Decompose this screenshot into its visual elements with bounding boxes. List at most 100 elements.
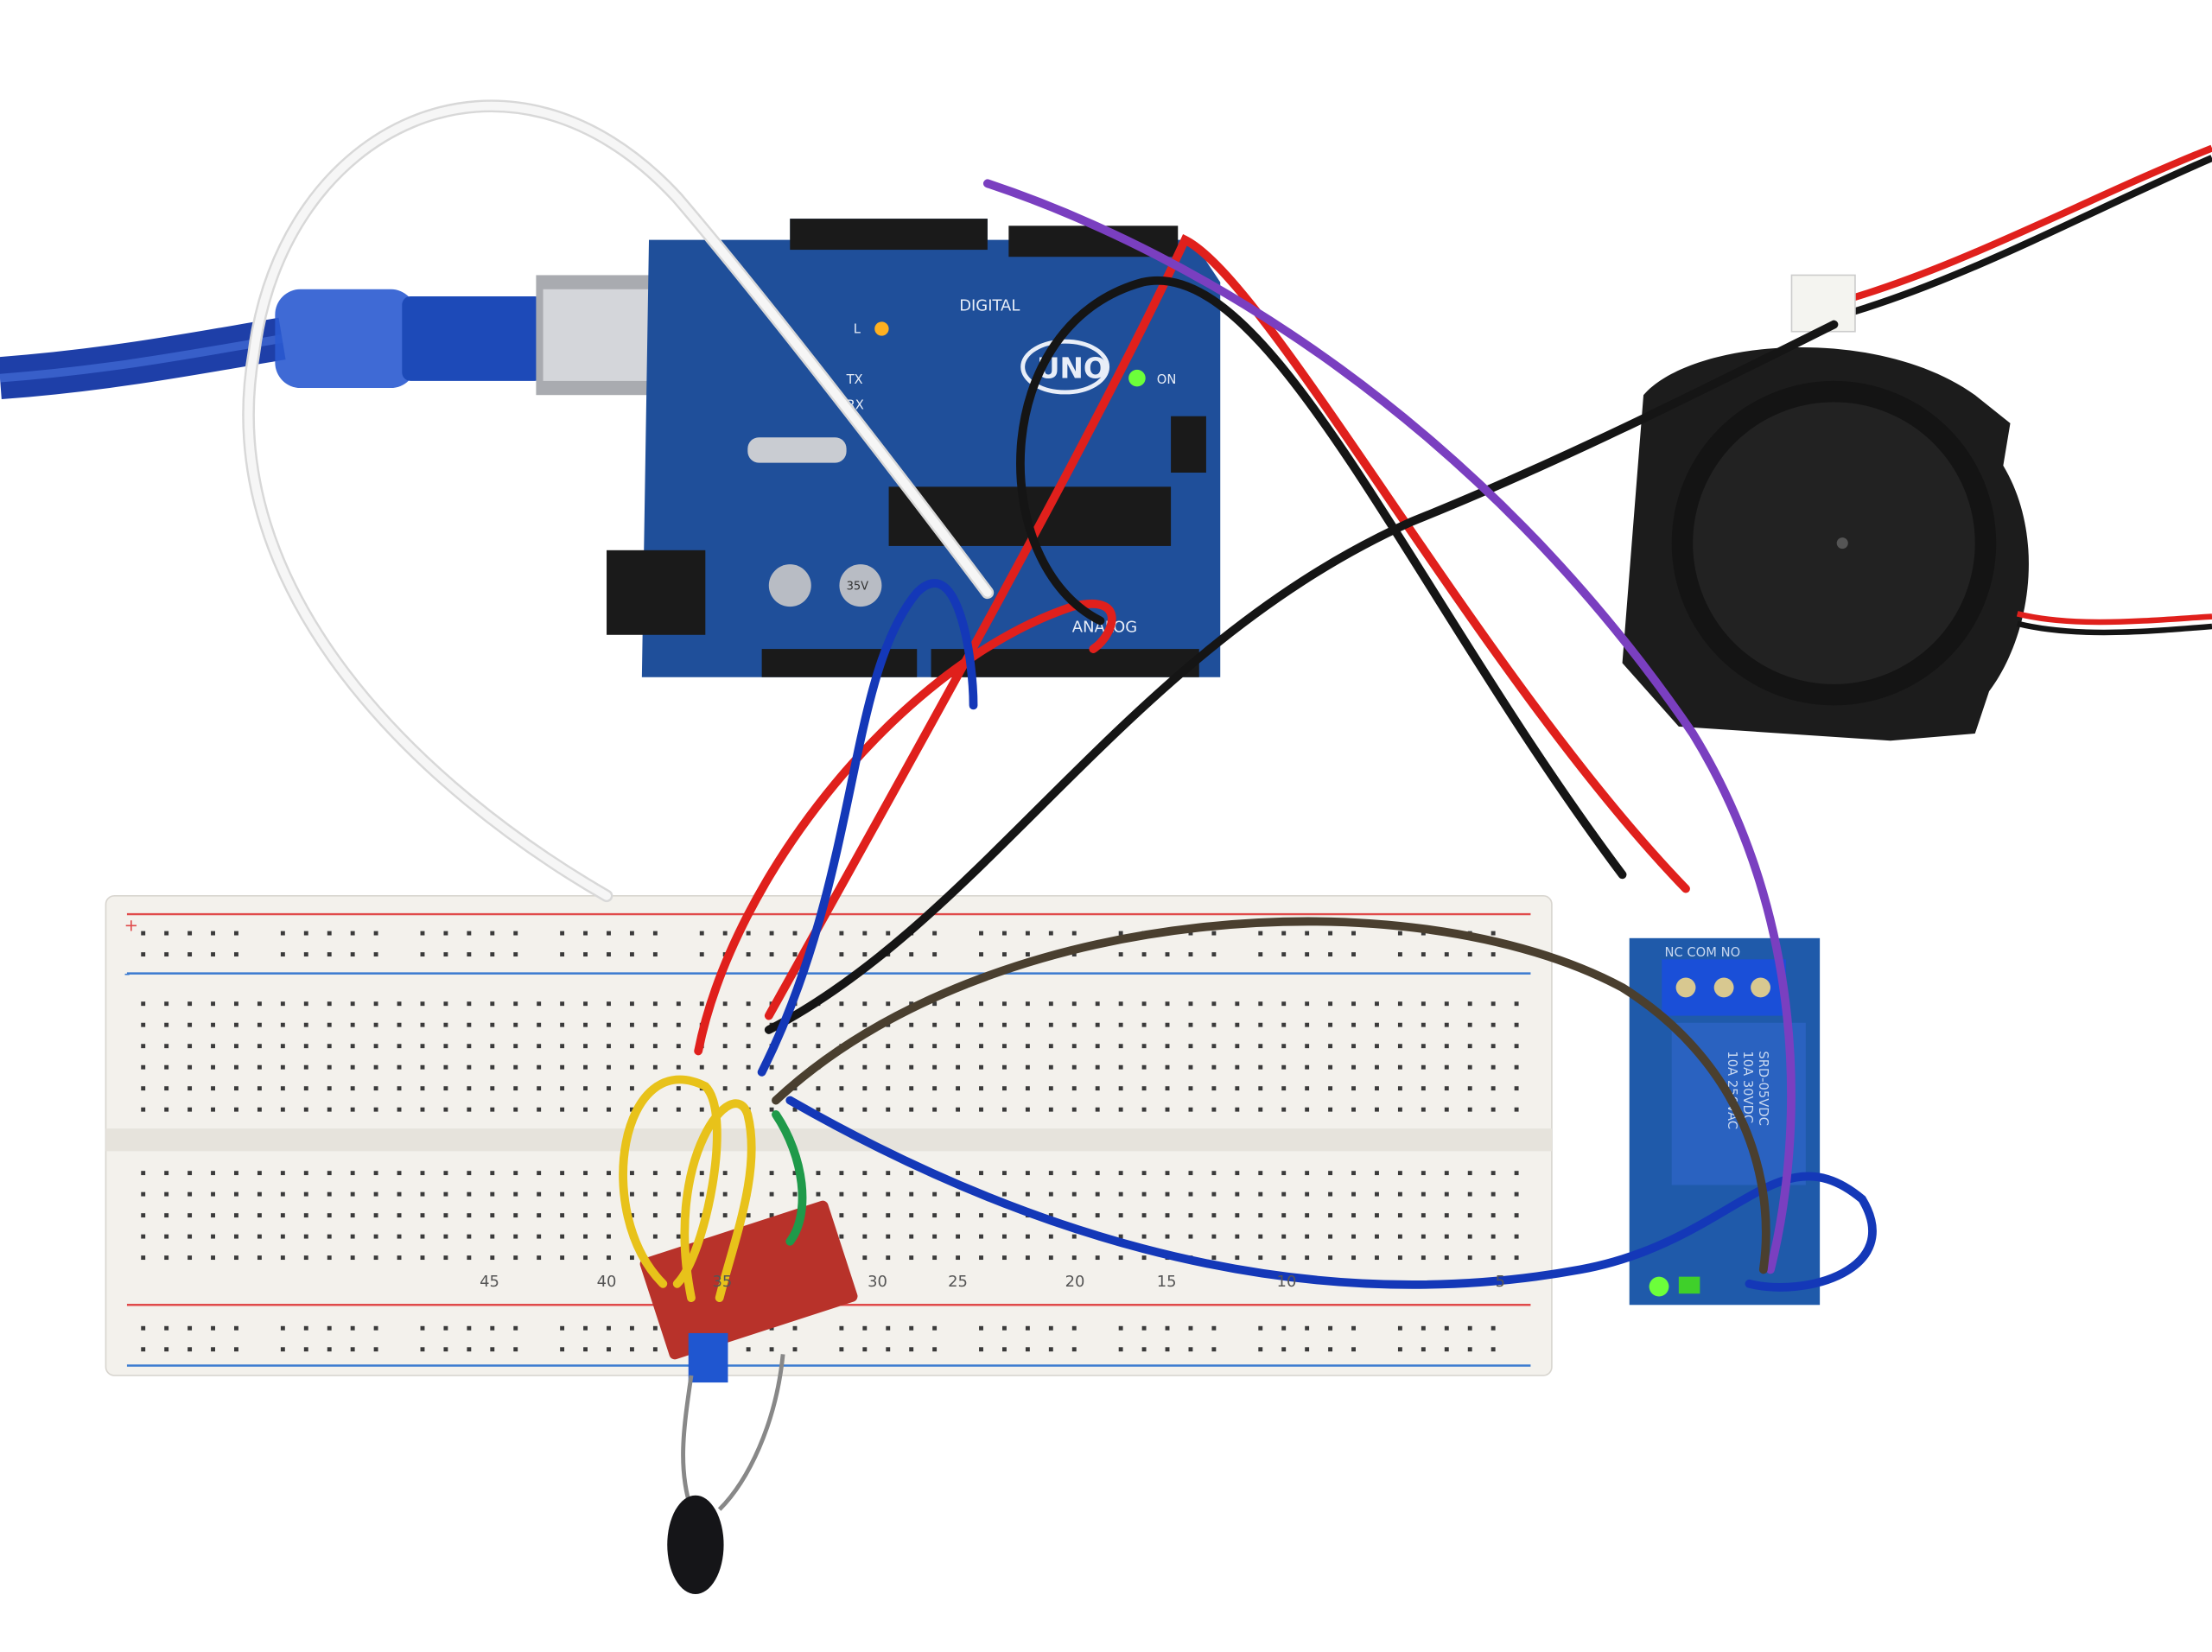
- breadboard-hole: [1141, 1107, 1147, 1112]
- breadboard-hole: [211, 1234, 215, 1239]
- breadboard-hole: [373, 1213, 378, 1218]
- breadboard-hole: [420, 1107, 425, 1112]
- breadboard-hole: [583, 1191, 588, 1197]
- breadboard-hole: [1421, 1064, 1426, 1070]
- breadboard-hole: [443, 1234, 448, 1239]
- breadboard-hole: [1421, 1191, 1426, 1197]
- breadboard-hole: [234, 1064, 238, 1070]
- breadboard-hole: [629, 1255, 634, 1261]
- breadboard-hole: [1071, 1171, 1077, 1176]
- column-number: 5: [1496, 1273, 1505, 1291]
- breadboard-hole: [1467, 1255, 1472, 1261]
- breadboard-hole: [420, 1234, 425, 1239]
- breadboard-hole: [583, 931, 588, 936]
- breadboard-hole: [141, 1044, 146, 1049]
- column-number: 45: [480, 1273, 499, 1291]
- breadboard-hole: [280, 1255, 285, 1261]
- breadboard-hole: [141, 952, 146, 957]
- breadboard-hole: [1095, 1064, 1100, 1070]
- breadboard-hole: [676, 1064, 681, 1070]
- breadboard-hole: [722, 1086, 728, 1091]
- breadboard-hole: [1002, 1044, 1007, 1049]
- breadboard-hole: [1118, 1022, 1123, 1027]
- breadboard-hole: [1141, 1234, 1147, 1239]
- breadboard-hole: [932, 1347, 938, 1352]
- breadboard-hole: [373, 1325, 378, 1331]
- breadboard-hole: [467, 1064, 472, 1070]
- breadboard-hole: [839, 1234, 844, 1239]
- breadboard-hole: [1071, 931, 1077, 936]
- column-number: 10: [1277, 1273, 1297, 1291]
- breadboard-hole: [490, 1171, 495, 1176]
- breadboard-hole: [629, 1171, 634, 1176]
- breadboard-hole: [979, 1347, 983, 1352]
- breadboard-hole: [1188, 1171, 1193, 1176]
- breadboard-hole: [816, 1107, 821, 1112]
- breadboard-hole: [443, 1255, 448, 1261]
- breadboard-hole: [1002, 1001, 1007, 1007]
- breadboard-hole: [1071, 952, 1077, 957]
- breadboard-hole: [141, 1001, 146, 1007]
- breadboard-hole: [164, 1171, 169, 1176]
- breadboard-hole: [490, 1234, 495, 1239]
- breadboard-hole: [629, 952, 634, 957]
- breadboard-hole: [1514, 1171, 1519, 1176]
- breadboard-hole: [1281, 1325, 1287, 1331]
- breadboard-hole: [1141, 1044, 1147, 1049]
- breadboard-hole: [1258, 1191, 1263, 1197]
- breadboard-hole: [909, 1022, 914, 1027]
- breadboard-hole: [373, 1086, 378, 1091]
- breadboard-hole: [979, 1255, 983, 1261]
- breadboard-hole: [652, 1171, 658, 1176]
- breadboard-hole: [1491, 952, 1496, 957]
- breadboard-hole: [1467, 1213, 1472, 1218]
- breadboard-hole: [188, 1022, 193, 1027]
- breadboard-hole: [979, 1107, 983, 1112]
- breadboard-hole: [1375, 1022, 1379, 1027]
- breadboard-hole: [1141, 1171, 1147, 1176]
- breadboard-hole: [420, 1086, 425, 1091]
- breadboard-hole: [1281, 1213, 1287, 1218]
- breadboard-hole: [1025, 1191, 1030, 1197]
- breadboard-hole: [513, 931, 518, 936]
- breadboard-hole: [280, 1001, 285, 1007]
- breadboard-hole: [373, 1022, 378, 1027]
- breadboard-hole: [1421, 1044, 1426, 1049]
- tx-label: TX: [846, 372, 863, 387]
- breadboard-hole: [141, 1107, 146, 1112]
- breadboard-hole: [1375, 1107, 1379, 1112]
- breadboard-hole: [350, 1347, 355, 1352]
- breadboard-hole: [1211, 1191, 1217, 1197]
- breadboard-hole: [1444, 1325, 1449, 1331]
- breadboard-hole: [537, 1001, 542, 1007]
- breadboard-hole: [467, 1325, 472, 1331]
- breadboard-hole: [211, 1347, 215, 1352]
- breadboard-hole: [467, 1001, 472, 1007]
- breadboard-hole: [1467, 1107, 1472, 1112]
- breadboard-hole: [746, 1213, 751, 1218]
- breadboard-hole: [1048, 1347, 1053, 1352]
- breadboard-hole: [257, 1107, 262, 1112]
- breadboard-hole: [1118, 1191, 1123, 1197]
- breadboard-hole: [1095, 1107, 1100, 1112]
- breadboard-hole: [1305, 1022, 1310, 1027]
- breadboard-hole: [1491, 1191, 1496, 1197]
- breadboard-hole: [397, 1107, 402, 1112]
- breadboard-hole: [1141, 1347, 1147, 1352]
- breadboard-hole: [1071, 1325, 1077, 1331]
- breadboard-hole: [676, 1213, 681, 1218]
- breadboard-hole: [537, 1107, 542, 1112]
- breadboard-hole: [303, 952, 308, 957]
- breadboard-hole: [1258, 1086, 1263, 1091]
- breadboard-hole: [211, 1086, 215, 1091]
- breadboard-hole: [373, 1347, 378, 1352]
- breadboard-hole: [1188, 1347, 1193, 1352]
- breadboard-hole: [862, 1001, 868, 1007]
- breadboard-hole: [607, 1325, 611, 1331]
- breadboard-hole: [303, 1086, 308, 1091]
- breadboard-hole: [607, 1171, 611, 1176]
- breadboard-hole: [1397, 1064, 1402, 1070]
- breadboard-hole: [513, 1234, 518, 1239]
- breadboard-hole: [234, 1044, 238, 1049]
